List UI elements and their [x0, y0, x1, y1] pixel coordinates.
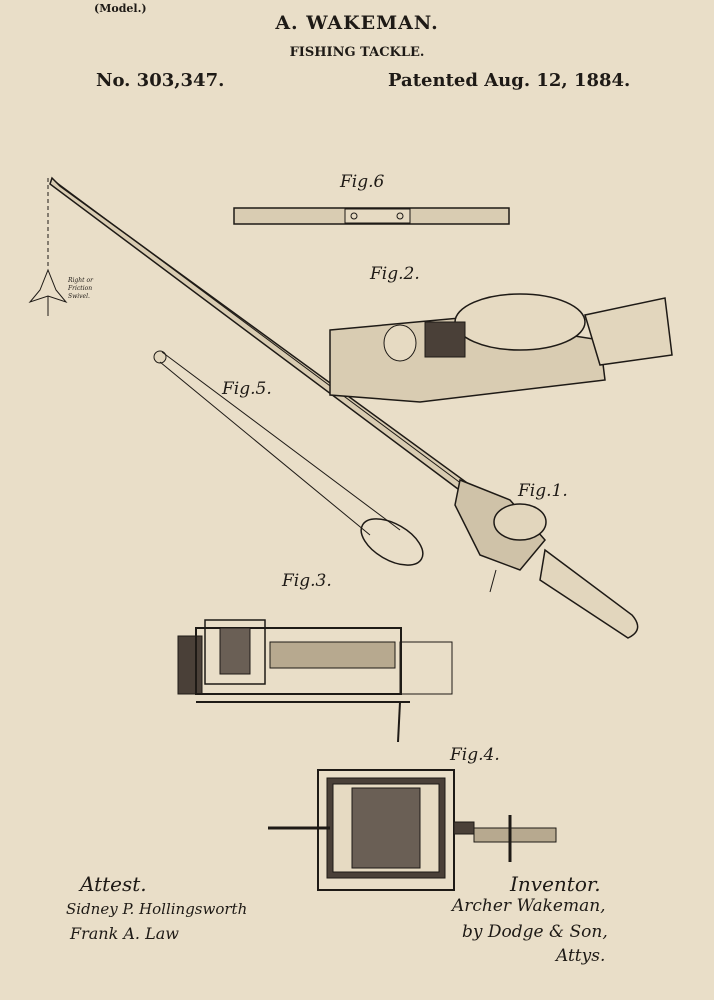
- inventor-signature: Archer Wakeman,: [452, 896, 606, 916]
- fig6-label: Fig.6: [339, 172, 385, 192]
- inventor-heading: A. WAKEMAN.: [275, 12, 439, 34]
- fig2-reel-assembly: [329, 293, 673, 403]
- fig3-section: [177, 619, 453, 743]
- patent-date: Patented Aug. 12, 1884.: [388, 70, 631, 91]
- attest-label: Attest.: [80, 872, 147, 896]
- fig6-rod-joint: [233, 207, 510, 225]
- fig2-label: Fig.2.: [369, 264, 420, 284]
- witness-signature-2: Frank A. Law: [70, 924, 179, 943]
- fig3-label: Fig.3.: [281, 571, 332, 591]
- patent-title: FISHING TACKLE.: [289, 45, 425, 60]
- fig1-fishing-rod: [28, 176, 639, 639]
- swivel-note-2: Friction: [67, 285, 92, 292]
- fig1-label: Fig.1.: [517, 481, 568, 501]
- model-label: (Model.): [94, 2, 147, 15]
- attorneys-label: Attys.: [556, 946, 606, 966]
- inventor-label: Inventor.: [510, 872, 601, 896]
- fig5-line-loop: [153, 350, 424, 566]
- swivel-note-1: Right or: [67, 277, 94, 284]
- swivel-note-3: Swivel.: [68, 293, 90, 300]
- attorney-signature: by Dodge & Son,: [462, 922, 608, 942]
- witness-signature-1: Sidney P. Hollingsworth: [66, 900, 248, 918]
- fig4-section: [268, 769, 557, 891]
- fig5-label: Fig.5.: [221, 379, 272, 399]
- patent-number: No. 303,347.: [96, 70, 225, 91]
- fig4-label: Fig.4.: [449, 745, 500, 765]
